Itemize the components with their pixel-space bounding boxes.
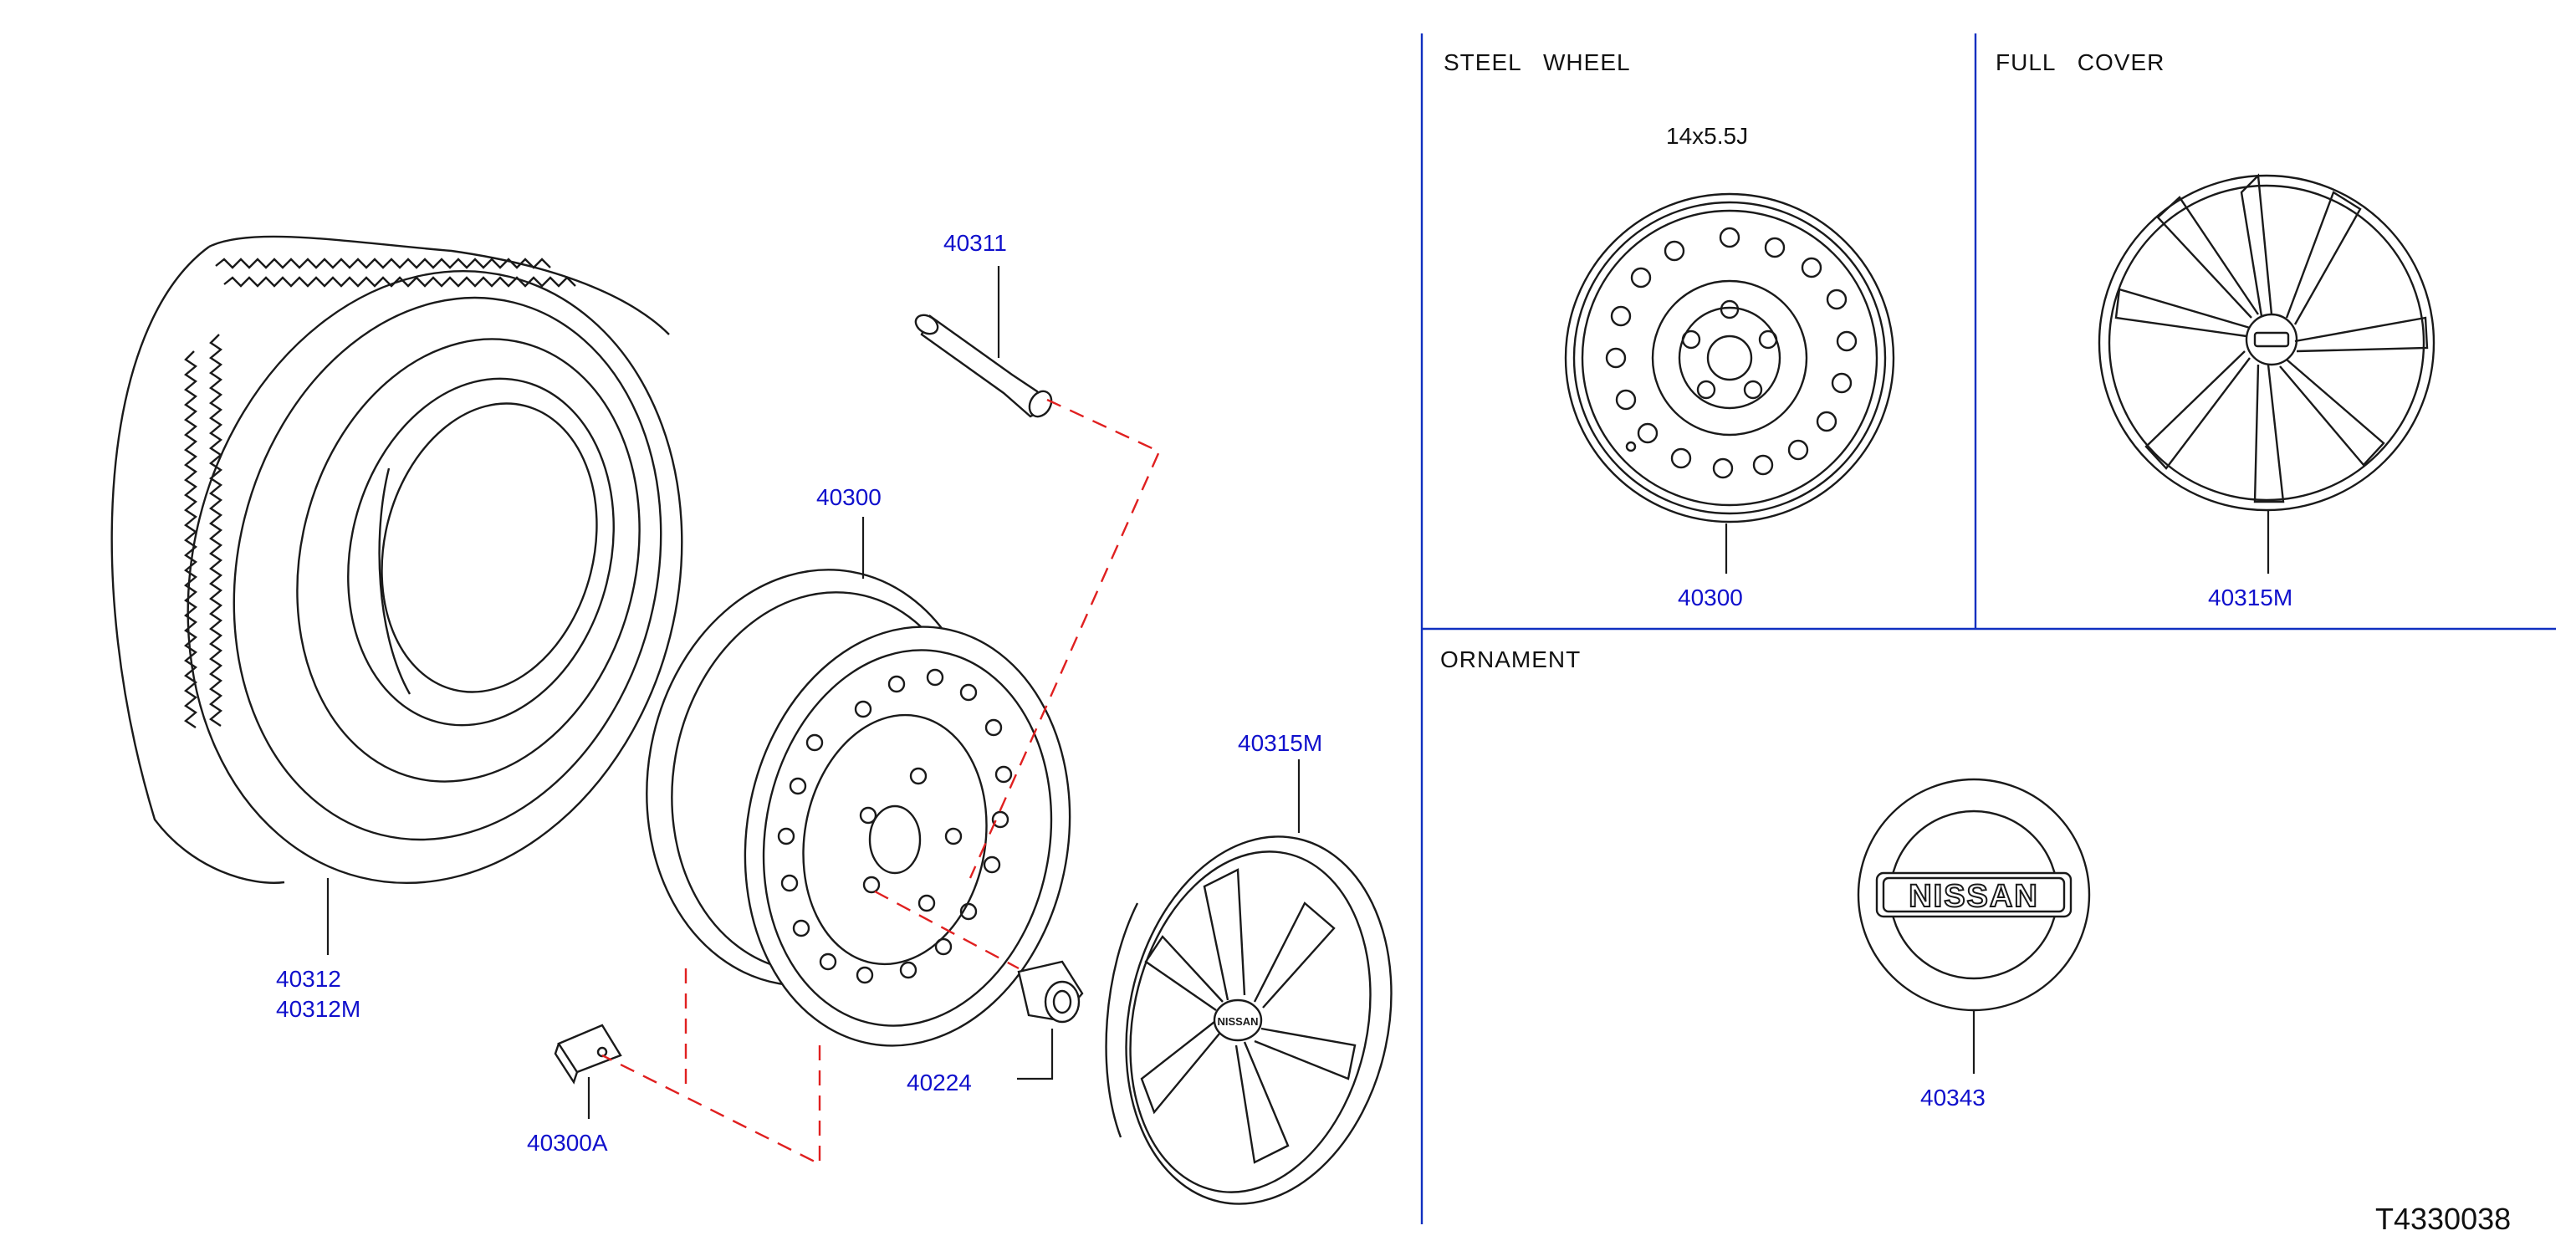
steel-wheel-front-illustration [1564, 192, 1895, 523]
tire-part-number-label[interactable]: 40312 [276, 966, 341, 992]
steel-wheel-title: STEEL WHEEL [1444, 49, 1631, 75]
full-cover-front-illustration [2098, 173, 2435, 512]
wheel-nut-illustration [1017, 960, 1084, 1024]
steel-wheel-part-number-label[interactable]: 40300 [1678, 585, 1743, 610]
tpms-sensor-illustration [554, 1024, 622, 1085]
cover-logo-text: NISSAN [1217, 1015, 1258, 1028]
cover-part-number-label[interactable]: 40315M [1238, 730, 1322, 756]
assembly-guide-lines [601, 398, 1161, 1166]
wheel-cover-exploded-illustration: NISSAN [1105, 835, 1393, 1205]
valve-stem-illustration [914, 314, 1053, 418]
diagram-id-label: T4330038 [2375, 1202, 2511, 1236]
nut-part-number-label[interactable]: 40224 [907, 1070, 972, 1095]
section-frame [1420, 33, 2556, 1224]
ornament-title: ORNAMENT [1440, 646, 1581, 672]
steel-wheel-exploded-illustration [646, 569, 1071, 1047]
nut-leader-line [1017, 1029, 1054, 1080]
full-cover-title: FULL COVER [1996, 49, 2165, 75]
tire-part-number-label-2[interactable]: 40312M [276, 996, 360, 1022]
valve-part-number-label[interactable]: 40311 [943, 230, 1007, 256]
ornament-illustration: NISSAN [1857, 778, 2091, 1012]
tire-illustration [110, 235, 683, 885]
ornament-logo-text: NISSAN [1909, 879, 2039, 914]
full-cover-part-number-label[interactable]: 40315M [2208, 585, 2292, 610]
steel-wheel-size-spec: 14x5.5J [1666, 123, 1748, 149]
ornament-part-number-label[interactable]: 40343 [1920, 1085, 1986, 1111]
tpms-part-number-label[interactable]: 40300A [527, 1130, 608, 1156]
wheel-part-number-label[interactable]: 40300 [816, 484, 882, 510]
